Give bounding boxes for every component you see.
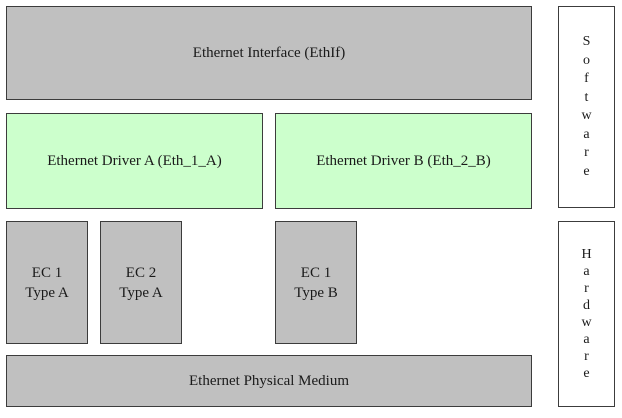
ethernet-driver-a-label: Ethernet Driver A (Eth_1_A) [47, 153, 222, 169]
hardware-letter: d [583, 298, 590, 313]
ec2-type-a-line1: EC 2 [125, 264, 157, 281]
hardware-letter: a [583, 264, 590, 279]
hardware-letter: e [583, 366, 590, 381]
ec1-type-b-box: EC 1 Type B [275, 221, 357, 344]
ec1-type-a-line2: Type A [25, 284, 69, 301]
ethernet-physical-medium-label: Ethernet Physical Medium [189, 373, 349, 389]
hardware-letter: w [581, 315, 592, 330]
software-letter: e [583, 163, 590, 179]
software-letter: o [583, 52, 590, 68]
hardware-letter: a [583, 332, 590, 347]
hardware-side-label: H a r d w a r e [558, 221, 615, 407]
hardware-letter: r [584, 281, 589, 296]
ethernet-driver-a-box: Ethernet Driver A (Eth_1_A) [6, 113, 263, 209]
ec1-type-b-line1: EC 1 [300, 264, 332, 281]
software-side-label: S o f t w a r e [558, 6, 615, 208]
ec2-type-a-box: EC 2 Type A [100, 221, 182, 344]
hardware-letter: r [584, 349, 589, 364]
ethernet-interface-label: Ethernet Interface (EthIf) [192, 45, 346, 61]
ethernet-physical-medium-box: Ethernet Physical Medium [6, 355, 532, 407]
software-letter: t [584, 89, 589, 105]
software-letter: w [581, 108, 592, 123]
hardware-letter: H [581, 247, 592, 262]
software-letter: S [582, 34, 591, 49]
ec1-type-b-line2: Type B [294, 284, 338, 301]
ec1-type-a-box: EC 1 Type A [6, 221, 88, 344]
ethernet-driver-b-label: Ethernet Driver B (Eth_2_B) [316, 153, 491, 169]
ec2-type-a-line2: Type A [119, 284, 163, 301]
ec1-type-a-line1: EC 1 [31, 264, 63, 281]
software-letter: f [584, 71, 589, 86]
software-letter: r [584, 145, 589, 160]
ethernet-driver-b-box: Ethernet Driver B (Eth_2_B) [275, 113, 532, 209]
ethernet-interface-box: Ethernet Interface (EthIf) [6, 6, 532, 100]
software-letter: a [583, 126, 590, 142]
